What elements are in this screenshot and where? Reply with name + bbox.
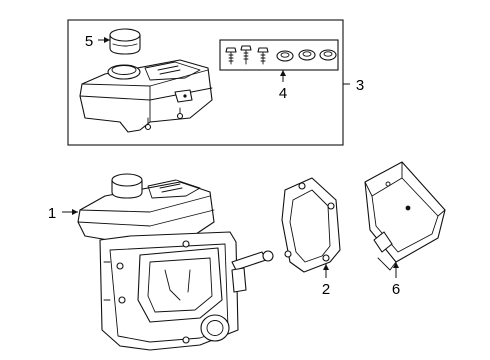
bolt-2 xyxy=(240,45,252,65)
arrow-head-5 xyxy=(104,37,110,43)
reservoir xyxy=(79,59,213,133)
arrow-head-1 xyxy=(72,209,78,215)
brake-booster xyxy=(99,231,274,351)
bolt-3 xyxy=(257,47,269,65)
hardware-kit-box xyxy=(219,39,339,71)
reservoir-kit-box xyxy=(67,19,344,146)
grommet-1 xyxy=(276,50,294,62)
control-module xyxy=(364,161,446,271)
master-cylinder-reservoir xyxy=(77,173,215,245)
arrow-head-2 xyxy=(323,264,329,270)
reservoir-cap xyxy=(109,28,141,55)
callout-4: 4 xyxy=(279,85,287,102)
callout-2: 2 xyxy=(322,281,330,298)
bolt-1 xyxy=(225,47,237,65)
callout-6: 6 xyxy=(392,281,400,298)
grommet-2 xyxy=(298,49,316,61)
arrow-head-6 xyxy=(393,262,399,268)
booster-gasket xyxy=(281,177,341,273)
grommet-3 xyxy=(319,49,337,61)
callout-3: 3 xyxy=(356,77,364,94)
callout-5: 5 xyxy=(85,33,93,50)
arrow-head-4 xyxy=(280,70,286,76)
callout-1: 1 xyxy=(48,205,56,222)
